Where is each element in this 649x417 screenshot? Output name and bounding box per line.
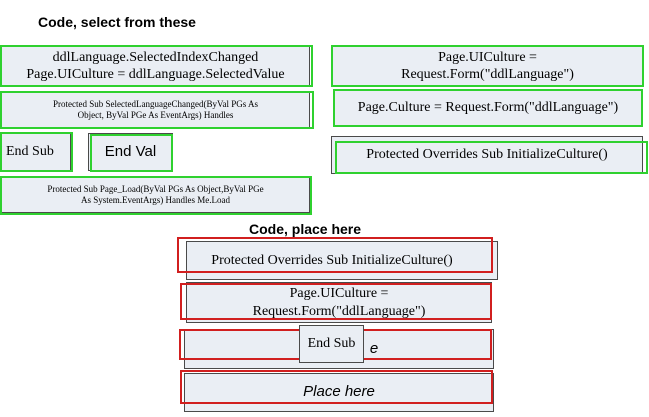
tile-selected-language-changed-label: Protected Sub SelectedLanguageChanged(By… (53, 98, 258, 120)
dragged-end-sub-tile[interactable]: End Sub (299, 325, 364, 363)
tile-page-load[interactable]: Protected Sub Page_Load(ByVal PGs As Obj… (1, 177, 310, 213)
target-slot-3-placeholder: e (369, 339, 379, 357)
tile-end-sub[interactable]: End Sub (1, 133, 71, 171)
target-slot-2[interactable]: Page.UICulture = Request.Form("ddlLangua… (186, 282, 492, 323)
tile-initialize-culture-label: Protected Overrides Sub InitializeCultur… (366, 147, 608, 163)
tile-selected-index-changed-label: ddlLanguage.SelectedIndexChanged Page.UI… (26, 49, 285, 83)
select-heading: Code, select from these (38, 14, 196, 30)
tile-page-culture-form-label: Page.Culture = Request.Form("ddlLanguage… (357, 100, 619, 116)
tile-page-uiculture-form-label: Page.UICulture = Request.Form("ddlLangua… (401, 49, 574, 83)
place-heading: Code, place here (249, 221, 362, 237)
tile-end-sub-label: End Sub (6, 144, 54, 160)
dragged-end-sub-label: End Sub (307, 336, 356, 352)
target-slot-1[interactable]: Protected Overrides Sub InitializeCultur… (186, 241, 498, 280)
tile-page-uiculture-form[interactable]: Page.UICulture = Request.Form("ddlLangua… (332, 46, 643, 86)
tile-end-val-label: End Val (104, 142, 157, 160)
target-slot-1-label: Protected Overrides Sub InitializeCultur… (211, 252, 453, 268)
tile-page-load-label: Protected Sub Page_Load(ByVal PGs As Obj… (47, 183, 264, 205)
tile-selected-language-changed[interactable]: Protected Sub SelectedLanguageChanged(By… (1, 92, 310, 128)
tile-end-val[interactable]: End Val (88, 133, 173, 171)
target-slot-4[interactable]: Place here (184, 373, 494, 412)
tile-selected-index-changed[interactable]: ddlLanguage.SelectedIndexChanged Page.UI… (1, 46, 310, 86)
tile-initialize-culture[interactable]: Protected Overrides Sub InitializeCultur… (331, 136, 643, 174)
tile-page-culture-form[interactable]: Page.Culture = Request.Form("ddlLanguage… (333, 89, 643, 127)
target-slot-4-placeholder: Place here (303, 383, 375, 401)
target-slot-2-label: Page.UICulture = Request.Form("ddlLangua… (252, 286, 426, 319)
